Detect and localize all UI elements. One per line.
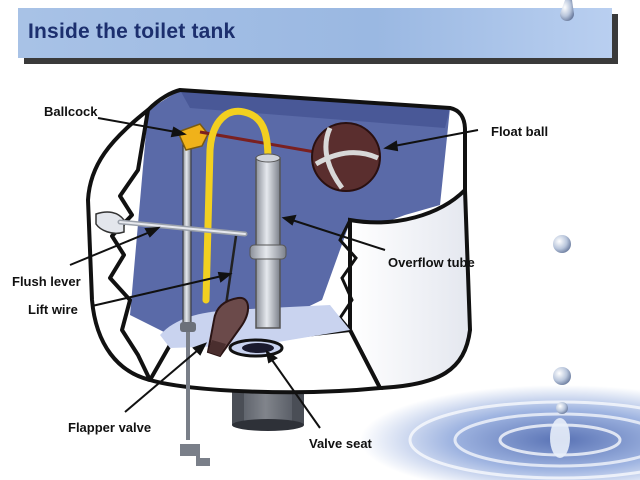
label-overflow-tube: Overflow tube [388, 255, 475, 270]
lift-wire [224, 235, 238, 306]
flush-lever-assembly [95, 211, 248, 237]
float-arm [199, 130, 316, 154]
valve-seat [228, 338, 284, 358]
water-ripple-decoration [360, 385, 640, 480]
tank-water [160, 305, 350, 348]
ballcock-assembly [176, 123, 210, 466]
label-ballcock: Ballcock [44, 104, 98, 119]
title-banner: Inside the toilet tank [18, 8, 612, 58]
leader-arrows [69, 117, 479, 429]
label-lift-wire: Lift wire [28, 302, 78, 317]
label-valve-seat: Valve seat [309, 436, 372, 451]
droplet-icon [553, 0, 574, 414]
page-title: Inside the toilet tank [28, 20, 236, 43]
label-flapper-valve: Flapper valve [68, 420, 152, 435]
float-ball [311, 122, 381, 192]
label-flush-lever: Flush lever [12, 274, 81, 289]
overflow-tube [249, 153, 287, 329]
label-float-ball: Float ball [491, 124, 549, 139]
refill-tube [202, 107, 272, 304]
flapper-valve [206, 296, 249, 358]
